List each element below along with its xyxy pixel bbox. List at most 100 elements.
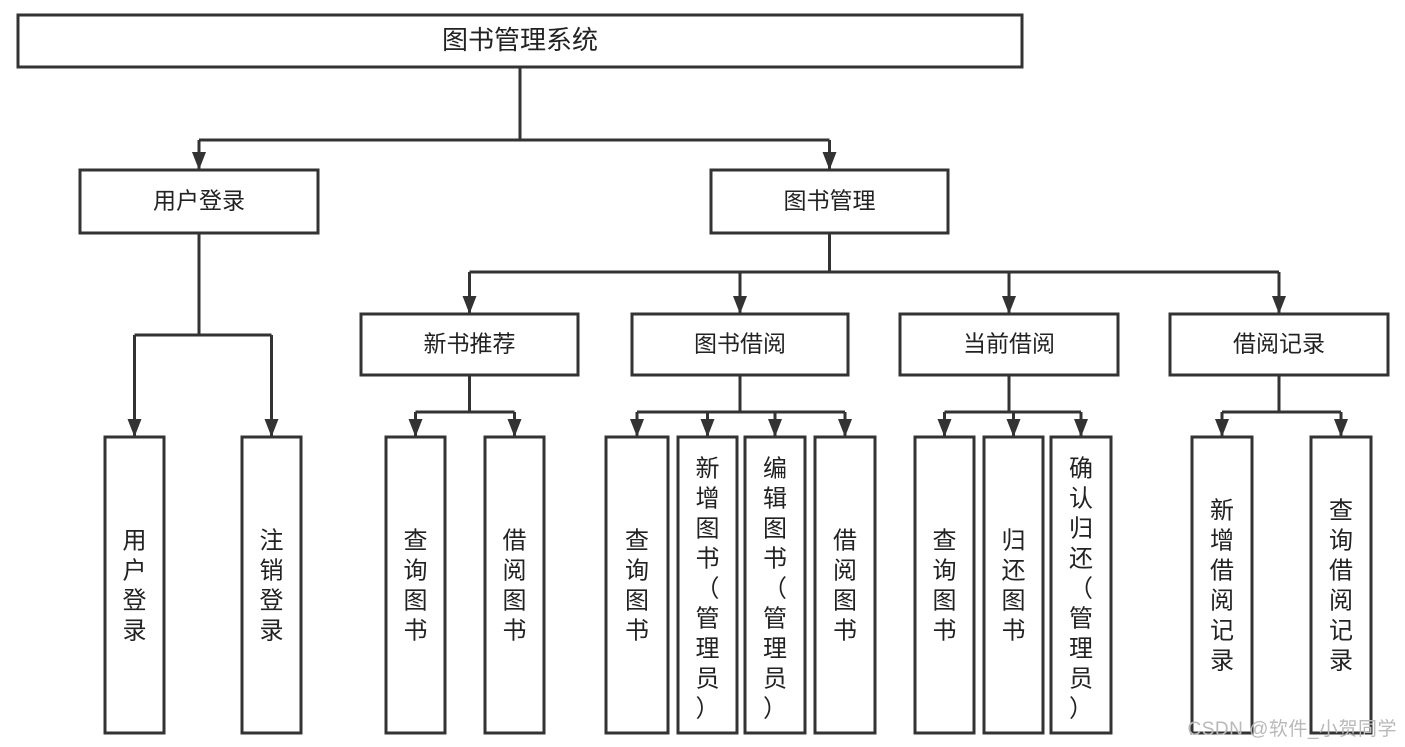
connectors-layer (127, 67, 1348, 437)
arrowhead (937, 419, 952, 437)
node-label-char: 还 (1002, 557, 1026, 584)
arrowhead (1074, 419, 1088, 437)
node-box[interactable] (913, 435, 976, 735)
node-box[interactable] (240, 435, 303, 735)
node-label-char: 管 (1069, 605, 1093, 632)
node-book-borrow[interactable]: 图书借阅 (630, 312, 850, 377)
node-label-char: 阅 (1329, 587, 1353, 614)
node-box[interactable] (359, 312, 580, 377)
arrowhead (1002, 296, 1016, 314)
node-label-char: 认 (1069, 485, 1093, 512)
node-leaf-logout[interactable]: 注销登录注销登录 (240, 435, 303, 735)
node-label-char: 增 (1210, 527, 1234, 554)
node-label-char: 询 (933, 557, 957, 584)
node-label-char: 新 (696, 455, 720, 482)
node-leaf-borrow-book-new[interactable]: 借阅图书借阅图书 (483, 435, 546, 735)
node-label-char: 书 (833, 617, 857, 644)
node-label-char: 编 (763, 455, 787, 482)
node-label-char: 阅 (503, 557, 527, 584)
node-box[interactable] (813, 435, 877, 735)
node-leaf-query-borrow-record[interactable]: 查询借阅记录查询借阅记录 (1309, 435, 1373, 735)
node-label-char: 记 (1210, 617, 1234, 644)
node-box[interactable] (16, 13, 1024, 69)
node-box[interactable] (1049, 435, 1113, 735)
arrowhead (1272, 296, 1286, 314)
node-box[interactable] (1309, 435, 1373, 735)
node-label-char: 询 (404, 557, 428, 584)
node-label-char: 增 (696, 485, 720, 512)
arrowhead (768, 419, 782, 437)
node-label-char: ） (1069, 695, 1093, 722)
node-borrow-records[interactable]: 借阅记录 (1168, 312, 1390, 377)
node-box[interactable] (1190, 435, 1254, 735)
node-label-char: 员 (763, 665, 787, 692)
node-label-char: 员 (1069, 665, 1093, 692)
node-label-char: 查 (625, 527, 649, 554)
arrowhead (1006, 419, 1021, 437)
node-label-char: 书 (696, 545, 720, 572)
node-label-char: 新 (1210, 497, 1234, 524)
node-leaf-user-login[interactable]: 用户登录用户登录 (103, 435, 166, 735)
arrowhead (733, 296, 747, 314)
node-label-char: 录 (123, 617, 147, 644)
node-box[interactable] (630, 312, 850, 377)
node-label-char: 理 (763, 635, 787, 662)
node-label-char: 图 (696, 515, 720, 542)
node-label: 图书借阅 (694, 331, 786, 357)
arrowhead (127, 419, 142, 437)
node-label-char: 查 (404, 527, 428, 554)
arrowhead (822, 152, 837, 170)
node-box[interactable] (78, 168, 320, 235)
arrowhead (630, 419, 644, 437)
node-label-char: 查 (933, 527, 957, 554)
node-label: 借阅记录 (1233, 331, 1325, 357)
node-box[interactable] (1168, 312, 1390, 377)
node-leaf-return-book[interactable]: 归还图书归还图书 (982, 435, 1045, 735)
node-label-char: 书 (933, 617, 957, 644)
node-box[interactable] (898, 312, 1120, 377)
node-label-char: 阅 (833, 557, 857, 584)
node-label-char: ） (696, 695, 720, 722)
node-current-borrow[interactable]: 当前借阅 (898, 312, 1120, 377)
node-book-management[interactable]: 图书管理 (709, 168, 950, 235)
node-leaf-query-book-new[interactable]: 查询图书查询图书 (384, 435, 447, 735)
arrowhead (700, 419, 715, 437)
node-label-char: 录 (1210, 647, 1234, 674)
node-new-book-recommend[interactable]: 新书推荐 (359, 312, 580, 377)
node-label-char: 图 (1002, 587, 1026, 614)
node-box[interactable] (483, 435, 546, 735)
node-box[interactable] (743, 435, 807, 735)
node-leaf-borrow-book[interactable]: 借阅图书借阅图书 (813, 435, 877, 735)
node-leaf-add-borrow-record[interactable]: 新增借阅记录新增借阅记录 (1190, 435, 1254, 735)
node-label-char: 图 (404, 587, 428, 614)
arrowhead (838, 419, 852, 437)
node-box[interactable] (709, 168, 950, 235)
node-label-char: 登 (123, 587, 147, 614)
node-box[interactable] (604, 435, 670, 735)
node-leaf-query-book-current[interactable]: 查询图书查询图书 (913, 435, 976, 735)
arrowhead (408, 419, 423, 437)
node-label-char: 图 (625, 587, 649, 614)
arrowhead (507, 419, 522, 437)
node-box[interactable] (982, 435, 1045, 735)
node-label-char: 图 (763, 515, 787, 542)
node-root[interactable]: 图书管理系统 (16, 13, 1024, 69)
node-box[interactable] (676, 435, 739, 735)
node-label-char: 员 (696, 665, 720, 692)
node-box[interactable] (103, 435, 166, 735)
node-leaf-query-book-borrow[interactable]: 查询图书查询图书 (604, 435, 670, 735)
node-label-char: （ (763, 575, 787, 602)
node-label-char: （ (1069, 575, 1093, 602)
node-label-char: （ (696, 575, 720, 602)
node-label-char: ） (763, 695, 787, 722)
node-box[interactable] (384, 435, 447, 735)
node-label-char: 注 (260, 527, 284, 554)
node-user-login[interactable]: 用户登录 (78, 168, 320, 235)
node-label-char: 管 (763, 605, 787, 632)
arrowhead (264, 419, 279, 437)
